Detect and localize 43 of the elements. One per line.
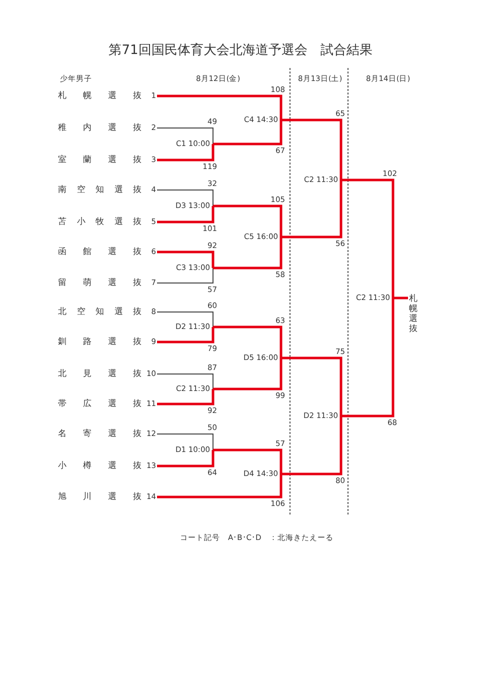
bracket-line [156,190,214,206]
bracket-line [213,120,282,146]
bracket-line [341,178,394,298]
bracket-line [157,450,214,468]
bracket-line [157,250,214,268]
team-name: 留萌選抜 [58,277,142,289]
bracket-line [156,268,214,284]
team-name: 札幌選抜 [58,90,142,102]
team-name: 小樽選抜 [58,460,142,472]
bracket-line [213,326,282,358]
bracket-line [156,374,214,390]
team-name: 室蘭選抜 [58,154,142,166]
bracket-line [213,237,282,270]
bracket-line [157,474,282,498]
bracket-line [156,128,214,144]
bracket-line [213,358,282,390]
bracket-line [157,327,214,344]
team-name: 苫小牧選抜 [58,216,142,228]
team-name: 南空知選抜 [58,184,142,196]
champion-label: 札幌選抜 [408,294,418,334]
bracket-line [157,94,282,120]
bracket-line [157,206,214,224]
bracket-line [341,298,394,418]
bracket-line [157,389,214,406]
bracket-line [393,296,408,300]
team-name: 名寄選抜 [58,428,142,440]
bracket-line [281,356,342,416]
team-name: 函館選抜 [58,246,142,258]
team-name: 釧路選抜 [58,336,142,348]
bracket-line [157,144,214,162]
bracket-line [213,448,282,474]
team-name: 北空知選抜 [58,306,142,318]
bracket-line [281,416,342,476]
bracket-line [156,312,214,328]
bracket-line [213,204,282,237]
team-name: 帯広選抜 [58,398,142,410]
title-text: 第71回国民体育大会北海道予選会 試合結果 [108,42,374,59]
bracket-line [281,180,342,238]
bracket-line [156,434,214,450]
team-name: 稚内選抜 [58,122,142,134]
team-name: 旭川選抜 [58,491,142,503]
team-name: 北見選抜 [58,368,142,380]
bracket-line [281,118,342,180]
